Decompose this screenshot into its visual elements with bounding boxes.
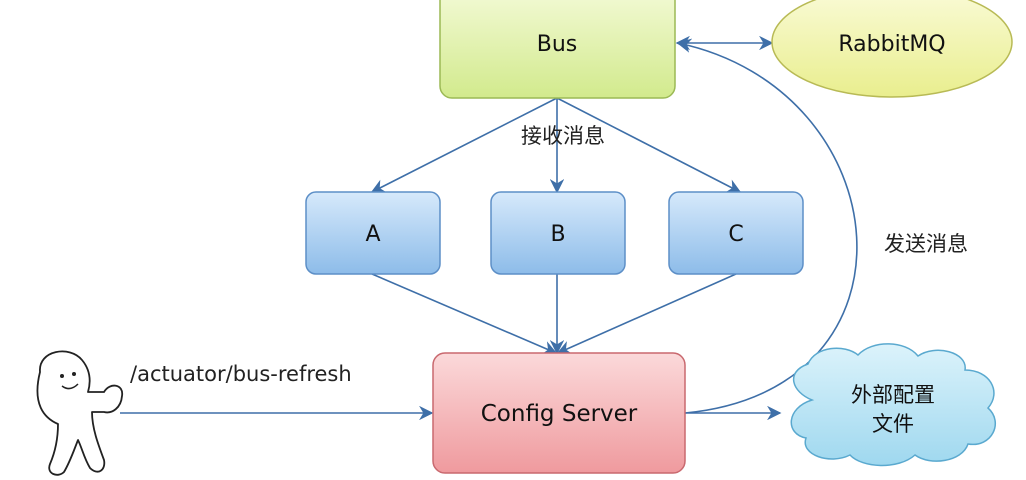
bus-label: Bus — [537, 32, 578, 57]
user-smile — [61, 383, 79, 390]
service-a-node: A — [305, 191, 441, 275]
rabbitmq-label: RabbitMQ — [838, 32, 945, 57]
service-c-box — [668, 191, 804, 275]
bus-to-c-arrow — [556, 97, 742, 193]
refresh-endpoint-label: /actuator/bus-refresh — [130, 362, 352, 386]
user-figure — [36, 350, 123, 476]
config-server-label: Config Server — [481, 401, 638, 427]
send-message-label: 发送消息 — [884, 232, 968, 256]
cloud-label-line2: 文件 — [872, 412, 914, 436]
service-a-label: A — [365, 222, 380, 247]
rabbitmq-node: RabbitMQ — [771, 0, 1013, 98]
service-b-node: B — [490, 191, 626, 275]
bus-to-a-arrow — [370, 97, 558, 193]
bus-node: Bus — [439, 0, 676, 99]
a-to-config-arrow — [371, 273, 558, 355]
service-c-label: C — [728, 222, 743, 247]
config-server-box — [432, 352, 686, 474]
user-body — [36, 350, 123, 476]
service-c-node: C — [668, 191, 804, 275]
connectors — [120, 35, 858, 421]
cloud-shape — [790, 343, 997, 467]
config-to-bus-curve-arrow — [676, 38, 858, 414]
config-server-node: Config Server — [432, 352, 686, 474]
service-b-box — [490, 191, 626, 275]
service-b-label: B — [550, 222, 565, 247]
cloud-label-line1: 外部配置 — [851, 383, 935, 407]
bus-box — [439, 0, 676, 99]
receive-message-label: 接收消息 — [521, 124, 605, 148]
user-eye-right — [72, 372, 76, 376]
service-a-box — [305, 191, 441, 275]
c-to-config-arrow — [556, 273, 737, 355]
external-config-cloud: 外部配置 文件 — [790, 343, 997, 467]
rabbitmq-ellipse — [771, 0, 1013, 98]
user-eye-left — [60, 374, 64, 378]
